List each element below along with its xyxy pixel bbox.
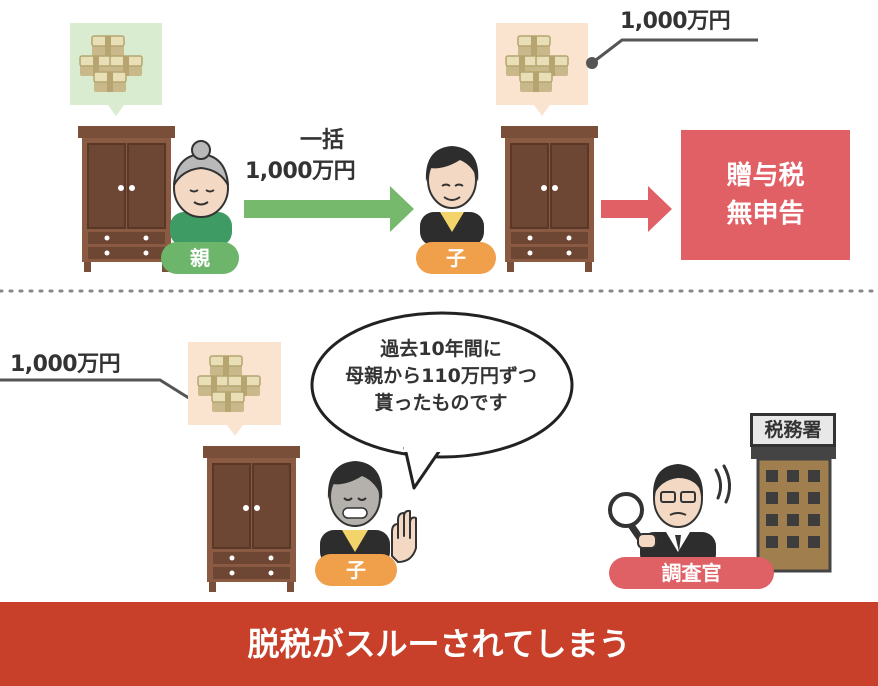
arrow-right-icon — [601, 186, 672, 232]
child-icon — [420, 146, 484, 246]
tax-office-sign: 税務署 — [750, 413, 836, 447]
top-amount-label: 1,000万円 — [620, 9, 731, 34]
arrow-right-icon — [244, 186, 414, 232]
speech-line2: 母親から110万円ずつ — [345, 365, 537, 387]
inspector-label: 調査官 — [609, 557, 774, 589]
inspector-icon — [640, 464, 731, 568]
speech-bubble-icon — [310, 311, 574, 490]
speech-line1: 過去10年間に — [380, 338, 502, 360]
child-label-top: 子 — [416, 242, 496, 274]
result-line1: 贈与税 — [726, 161, 805, 191]
speech-line3: 貰ったものです — [374, 392, 508, 414]
speech-text: 過去10年間に 母親から110万円ずつ 貰ったものです — [322, 336, 560, 417]
tax-office-building-icon — [751, 447, 836, 573]
waving-hand-icon — [391, 509, 417, 563]
conclusion-banner: 脱税がスルーされてしまう — [0, 602, 878, 686]
magnifier-icon — [608, 492, 657, 549]
result-line2: 無申告 — [726, 199, 805, 229]
parent-label: 親 — [161, 242, 239, 274]
child-label-bottom: 子 — [315, 554, 397, 586]
child-icon — [320, 461, 390, 566]
bottom-amount-label: 1,000万円 — [10, 352, 121, 377]
transfer-label-line2: 1,000万円 — [245, 159, 356, 184]
grandmother-icon — [170, 140, 232, 246]
cabinet-icon — [500, 125, 599, 273]
transfer-label-line1: 一括 — [300, 128, 345, 153]
result-box: 贈与税 無申告 — [681, 130, 850, 260]
cabinet-icon — [202, 445, 301, 593]
cabinet-icon — [77, 125, 176, 273]
